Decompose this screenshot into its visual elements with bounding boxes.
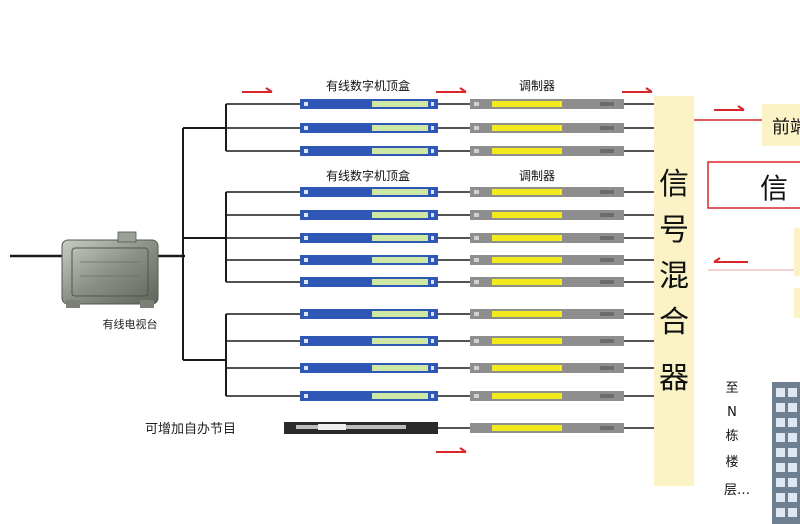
building-window — [776, 493, 785, 502]
modulator — [470, 233, 624, 243]
building-window — [776, 463, 785, 472]
modulator — [470, 187, 624, 197]
front-end-label: 前端 — [772, 117, 800, 138]
building-window — [776, 478, 785, 487]
mixer-char-1: 信 — [659, 167, 689, 202]
device-row-2 — [226, 123, 654, 133]
branch-lines — [182, 104, 227, 396]
modulator — [470, 309, 624, 319]
set-top-box — [300, 99, 438, 109]
stb-group-2-label: 有线数字机顶盒 — [326, 168, 410, 183]
device-row-12 — [226, 391, 654, 401]
device-row-5 — [226, 210, 654, 220]
mixer-char-2: 号 — [659, 213, 689, 248]
to-buildings-char-2: N — [727, 405, 737, 420]
side-block-2 — [794, 288, 800, 318]
mod-group-2-label: 调制器 — [519, 169, 555, 183]
cable-tv-station-device — [61, 231, 159, 308]
extra-program-label: 可增加自办节目 — [145, 422, 236, 437]
signal-box — [707, 161, 800, 209]
building-window — [788, 493, 797, 502]
device-row-11 — [226, 363, 654, 373]
arrow-right-icon — [436, 447, 467, 453]
set-top-box — [300, 309, 438, 319]
building-window — [788, 508, 797, 517]
device-row-9 — [226, 309, 654, 319]
extra-program-modulator — [470, 423, 654, 433]
front-end-box — [762, 104, 800, 146]
modulator — [470, 336, 624, 346]
building-window — [776, 448, 785, 457]
building-window — [776, 433, 785, 442]
set-top-box — [300, 146, 438, 156]
modulator — [470, 146, 624, 156]
signal-arrows — [242, 87, 748, 453]
modulator — [470, 123, 624, 133]
building-window — [776, 418, 785, 427]
device-row-10 — [226, 336, 654, 346]
building-window — [788, 463, 797, 472]
building-window — [788, 418, 797, 427]
device-row-6 — [226, 233, 654, 243]
building-window — [776, 403, 785, 412]
signal-label: 信 — [760, 172, 788, 205]
signal-mixer — [654, 96, 694, 486]
to-buildings-char-4: 楼 — [725, 455, 738, 470]
building-window — [788, 403, 797, 412]
modulator — [470, 210, 624, 220]
arrow-right-icon — [242, 87, 273, 93]
set-top-box — [300, 391, 438, 401]
building-window — [776, 508, 785, 517]
stb-group-1-label: 有线数字机顶盒 — [326, 78, 410, 93]
building-window — [788, 388, 797, 397]
set-top-box — [300, 233, 438, 243]
set-top-box — [300, 363, 438, 373]
extra-program-source — [284, 422, 438, 434]
device-row-4 — [226, 187, 654, 197]
arrow-left-icon — [713, 257, 748, 263]
mixer-char-3: 混 — [659, 259, 689, 294]
device-row-3 — [226, 146, 654, 156]
arrow-right-icon — [622, 87, 653, 93]
set-top-box — [300, 336, 438, 346]
device-row-8 — [226, 277, 654, 287]
building-window — [776, 388, 785, 397]
mixer-char-4: 合 — [659, 305, 689, 340]
device-row-7 — [226, 255, 654, 265]
set-top-box — [300, 187, 438, 197]
building-window — [788, 433, 797, 442]
side-block-1 — [794, 228, 800, 276]
building-icon — [772, 382, 800, 524]
device-rows — [226, 99, 654, 433]
arrow-right-icon — [436, 87, 467, 93]
to-buildings-char-1: 至 — [725, 381, 738, 396]
set-top-box — [300, 255, 438, 265]
to-buildings-char-3: 栋 — [725, 428, 738, 444]
modulator — [470, 99, 624, 109]
tv-station-label: 有线电视台 — [103, 317, 158, 331]
mixer-char-5: 器 — [659, 361, 689, 396]
to-buildings-char-5: 层… — [724, 483, 750, 498]
device-row-1 — [226, 99, 654, 109]
set-top-box — [300, 210, 438, 220]
set-top-box — [300, 123, 438, 133]
arrow-right-icon — [714, 105, 745, 111]
modulator — [470, 255, 624, 265]
building-window — [788, 448, 797, 457]
modulator — [470, 277, 624, 287]
set-top-box — [300, 277, 438, 287]
modulator — [470, 363, 624, 373]
mod-group-1-label: 调制器 — [519, 79, 555, 93]
building-window — [788, 478, 797, 487]
modulator — [470, 391, 624, 401]
